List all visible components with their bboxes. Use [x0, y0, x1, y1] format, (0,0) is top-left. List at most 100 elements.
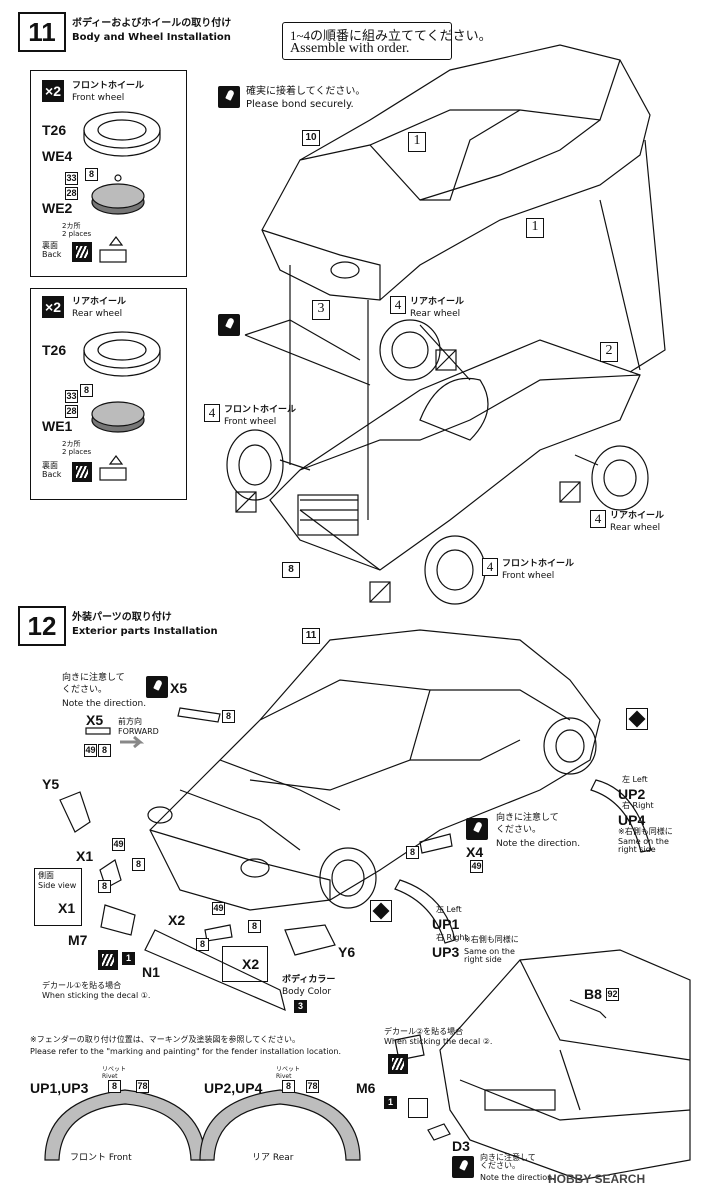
part-up3: UP3: [432, 944, 460, 960]
part-we1: WE1: [42, 418, 73, 434]
side-view-jp: 側面: [38, 871, 54, 880]
rear-wheel-panel: [30, 288, 187, 500]
bond-text-en: Please bond securely.: [246, 99, 354, 110]
num-33-front: 33: [65, 172, 78, 185]
rivet-rear-jp: リベット: [276, 1066, 301, 1073]
bond-text-jp: 確実に接着してください。: [246, 86, 366, 97]
rear-wheel-right-en: Rear wheel: [610, 523, 661, 533]
bond-icon-d3: [452, 1156, 474, 1178]
watermark: HOBBY SEARCH: [548, 1172, 645, 1186]
part-up2: UP2: [618, 786, 646, 802]
direction-note-jp-3: 向きに注意して ください。: [480, 1153, 536, 1170]
num-8-x1a: 8: [132, 858, 145, 871]
bond-icon-x4: [466, 818, 488, 840]
body-color-mark-up2: [626, 708, 648, 730]
direction-note-jp-2: 向きに注意して ください。: [496, 813, 559, 835]
back-rear-en: Back: [42, 470, 62, 479]
direction-note-en-3: Note the direction.: [480, 1173, 555, 1182]
part-d3: D3: [452, 1138, 470, 1154]
direction-note-jp-1: 向きに注意して ください。: [62, 673, 125, 695]
rear-wheel-label-en: Rear wheel: [72, 309, 123, 319]
part-x1-side: X1: [58, 900, 76, 916]
rivet-front-en: Rivet: [102, 1073, 118, 1080]
num-49-x5: 49: [84, 744, 97, 757]
step-12-title-jp: 外装パーツの取り付け: [72, 612, 172, 623]
front-wheel-bottom-jp: フロントホイール: [502, 559, 575, 569]
qty-rear-badge: ×2: [42, 296, 64, 318]
decal2-en: When sticking the decal ②.: [384, 1037, 493, 1046]
callout-11: 11: [302, 628, 320, 644]
num-28-rear: 28: [65, 405, 78, 418]
part-m7: M7: [68, 932, 88, 948]
decal-icon-front: [72, 242, 92, 262]
part-y5: Y5: [42, 776, 60, 792]
places-rear-jp: 2カ所: [62, 440, 81, 448]
order-note-jp: 1~4の順番に組み立ててください。: [290, 28, 492, 43]
rear-fender-caption: リア Rear: [252, 1153, 294, 1163]
front-wheel-label-jp: フロントホイール: [72, 81, 145, 91]
num-8-x1b: 8: [98, 880, 111, 893]
left-label-up2: 左 Left: [622, 775, 648, 784]
decal1-jp: デカール①を貼る場合: [42, 981, 122, 990]
decal1-en: When sticking the decal ①.: [42, 991, 151, 1000]
qty-front-badge: ×2: [42, 80, 64, 102]
side-view-box: [34, 868, 82, 926]
rivet-front-jp: リベット: [102, 1066, 127, 1073]
callout-8-step11: 8: [282, 562, 300, 578]
front-wheel-bottom-en: Front wheel: [502, 571, 555, 581]
callout-10: 10: [302, 130, 320, 146]
num-3-body: 3: [294, 1000, 307, 1013]
num-1-m7: 1: [122, 952, 135, 965]
same-right-jp-1: ※右側も同様に: [618, 827, 673, 836]
left-label-up1: 左 Left: [436, 905, 462, 914]
no-glue-icon-rear: [408, 1098, 428, 1118]
order-2: 2: [600, 342, 618, 362]
decal-icon-rear: [72, 462, 92, 482]
part-n1: N1: [142, 964, 160, 980]
num-1-m6: 1: [384, 1096, 397, 1109]
part-x4: X4: [466, 844, 484, 860]
step-11-number: 11: [18, 12, 66, 52]
rear-wheel-top-en: Rear wheel: [410, 309, 461, 319]
places-rear-en: 2 places: [62, 448, 92, 456]
num-8-x5: 8: [222, 710, 235, 723]
fender-note-en: Please refer to the "marking and paintin…: [30, 1047, 342, 1056]
front-fender-caption: フロント Front: [70, 1153, 132, 1163]
part-t26-front: T26: [42, 122, 67, 138]
back-front-jp: 裏面: [42, 241, 58, 250]
num-8-rivet-rear: 8: [282, 1080, 295, 1093]
bond-icon-top: [218, 86, 240, 108]
fender-front-label: UP1,UP3: [30, 1080, 89, 1096]
num-8-x2a: 8: [248, 920, 261, 933]
front-wheel-panel: [30, 70, 187, 277]
part-x2: X2: [168, 912, 186, 928]
decal2-jp: デカール②を貼る場合: [384, 1027, 464, 1036]
rear-wheel-label-jp: リアホイール: [72, 297, 127, 307]
part-we4: WE4: [42, 148, 73, 164]
part-b8: B8: [584, 986, 602, 1002]
body-color-en: Body Color: [282, 987, 332, 997]
order-4-front-left: 4: [204, 404, 220, 422]
num-49-x4: 49: [470, 860, 483, 873]
part-we2: WE2: [42, 200, 73, 216]
body-color-mark-up1: [370, 900, 392, 922]
direction-note-en-1: Note the direction.: [62, 699, 147, 709]
num-78-rear: 78: [306, 1080, 319, 1093]
step-12-number: 12: [18, 606, 66, 646]
part-x1: X1: [76, 848, 94, 864]
forward-jp: 前方向: [118, 717, 142, 726]
num-8-rivet-front: 8: [108, 1080, 121, 1093]
num-49-x2: 49: [212, 902, 225, 915]
direction-note-en-2: Note the direction.: [496, 839, 581, 849]
same-right-en-1: Same on the right side: [618, 837, 669, 854]
rear-wheel-top-jp: リアホイール: [410, 297, 465, 307]
num-8-x4: 8: [406, 846, 419, 859]
same-right-jp-2: ※右側も同様に: [464, 935, 519, 944]
num-78-front: 78: [136, 1080, 149, 1093]
step-12-title-en: Exterior parts Installation: [72, 626, 218, 637]
num-8-rear: 8: [80, 384, 93, 397]
part-up4: UP4: [618, 812, 646, 828]
rivet-rear-en: Rivet: [276, 1073, 292, 1080]
part-x2-detail: X2: [242, 956, 260, 972]
order-4-rear-top: 4: [390, 296, 406, 314]
